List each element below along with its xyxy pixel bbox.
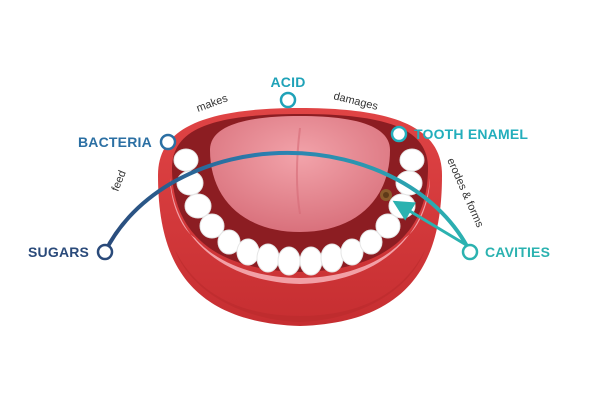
tooth (375, 213, 401, 239)
edge-label-erodes-and-forms: erodes & forms (444, 156, 486, 229)
cavity-pointer-arrow (392, 200, 469, 248)
node-tooth-enamel (390, 125, 408, 143)
label-bacteria: BACTERIA (78, 134, 152, 150)
label-acid: ACID (270, 74, 305, 90)
tooth (173, 148, 199, 172)
node-acid (279, 91, 297, 109)
label-sugars: SUGARS (28, 244, 89, 260)
tooth (256, 243, 280, 273)
label-cavities: CAVITIES (485, 244, 550, 260)
tongue-groove (296, 127, 301, 215)
edge-label-feed: feed (110, 169, 129, 193)
mouth-illustration (158, 108, 442, 326)
tooth (320, 243, 344, 273)
node-bacteria (159, 133, 177, 151)
tooth (277, 246, 301, 276)
tongue (210, 116, 390, 232)
node-cavities (461, 243, 479, 261)
tooth (236, 238, 260, 266)
tooth (359, 229, 383, 255)
teeth (173, 148, 425, 276)
tooth (299, 246, 323, 276)
process-arc (103, 150, 472, 254)
edge-label-makes: makes (195, 92, 230, 115)
tooth (340, 238, 364, 266)
tooth (217, 229, 241, 255)
node-sugars (96, 243, 114, 261)
tooth (184, 193, 212, 219)
label-tooth-enamel: TOOTH ENAMEL (414, 126, 528, 142)
cavity-spot-inner (383, 192, 389, 198)
tooth (399, 148, 425, 172)
tooth (199, 213, 225, 239)
